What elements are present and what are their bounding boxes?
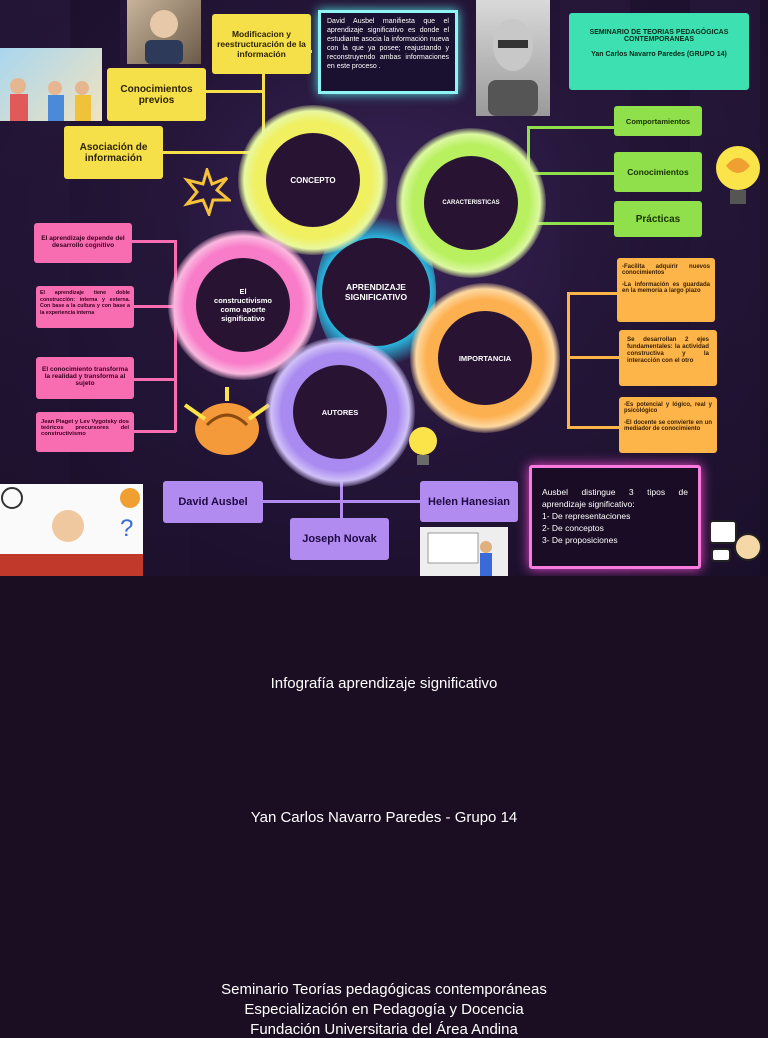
asociacion-box: Asociación de información <box>64 126 163 179</box>
connector-line <box>527 126 615 129</box>
kid-learning-image: ? <box>0 484 143 576</box>
constructivismo-circle: El constructivismo como aporte significa… <box>168 230 318 380</box>
classroom-photo <box>0 48 102 121</box>
practicas-box: Prácticas <box>614 201 702 237</box>
constructivismo-label: El constructivismo como aporte significa… <box>214 287 272 323</box>
tipos-intro: Ausbel distingue 3 tipos de aprendizaje … <box>542 487 688 509</box>
constructivismo-item: El aprendizaje depende del desarrollo co… <box>34 223 132 263</box>
concepto-label: CONCEPTO <box>290 175 336 185</box>
autores-node: AUTORES <box>293 365 387 459</box>
brain-icon <box>177 385 277 465</box>
svg-text:?: ? <box>120 515 133 542</box>
constructivismo-item: El aprendizaje tiene doble construcción:… <box>36 286 134 328</box>
autores-label: AUTORES <box>321 407 359 417</box>
connector-line <box>567 292 619 295</box>
tipos-box: Ausbel distingue 3 tipos de aprendizaje … <box>529 465 701 569</box>
importancia-item: -Facilita adquirir nuevos conocimientos … <box>617 258 715 322</box>
ausbel-photo <box>127 0 201 64</box>
author-line: Yan Carlos Navarro Paredes - Grupo 14 <box>250 809 518 826</box>
seminar-box: SEMINARIO DE TEORIAS PEDAGÓGICAS CONTEMP… <box>569 13 749 90</box>
importancia-label: IMPORTANCIA <box>458 353 512 363</box>
importancia-text: -Es potencial y lógico, real y psicológi… <box>624 402 712 414</box>
connector-line <box>567 356 619 359</box>
concepto-node: CONCEPTO <box>266 133 360 227</box>
author-david-ausbel: David Ausbel <box>163 481 263 523</box>
footer-line-2: Especialización en Pedagogía y Docencia <box>244 1001 524 1018</box>
tipos-item: 2- De conceptos <box>542 523 604 533</box>
connector-line <box>567 426 619 429</box>
lightbulb-brain-icon <box>714 140 762 210</box>
connector-line <box>205 90 265 93</box>
autores-circle: AUTORES <box>265 337 415 487</box>
novak-photo <box>476 0 550 116</box>
infographic-title: Infografía aprendizaje significativo <box>270 675 498 692</box>
conocimientos-previos-box: Conocimientos previos <box>107 68 206 121</box>
connector-line <box>527 172 615 175</box>
connector-line <box>132 240 177 243</box>
center-node: APRENDIZAJE SIGNIFICATIVO <box>322 238 430 346</box>
tipos-item: 1- De representaciones <box>542 511 631 521</box>
importancia-text: -Facilita adquirir nuevos conocimientos <box>622 264 710 276</box>
caracteristicas-node: CARACTERISTICAS <box>424 156 518 250</box>
importancia-text: -La información es guardada en la memori… <box>622 282 710 294</box>
ausbel-quote-box: David Ausbel manifiesta que el aprendiza… <box>318 10 458 94</box>
infographic: ? Modificacion y reestructuración de la … <box>0 0 768 576</box>
connector-line <box>527 222 615 225</box>
constructivismo-node: El constructivismo como aporte significa… <box>196 258 290 352</box>
connector-line <box>134 378 176 381</box>
sparkle-icon <box>182 165 234 219</box>
lightbulb-icon <box>405 423 441 473</box>
connector-line <box>134 430 176 433</box>
importancia-circle: IMPORTANCIA <box>410 283 560 433</box>
constructivismo-item: El conocimiento transforma la realidad y… <box>36 357 134 399</box>
connector-line <box>134 305 176 308</box>
student-icon <box>708 517 768 576</box>
importancia-item: Se desarrollan 2 ejes fundamentales: la … <box>619 330 717 386</box>
seminar-title: SEMINARIO DE TEORIAS PEDAGÓGICAS CONTEMP… <box>589 29 729 43</box>
caracteristicas-label: CARACTERISTICAS <box>442 200 500 206</box>
constructivismo-item: Jean Piaget y Lev Vygotsky dos teóricos … <box>36 412 134 452</box>
tipos-item: 3- De proposiciones <box>542 535 618 545</box>
concepto-circle: CONCEPTO <box>238 105 388 255</box>
importancia-text: -El docente se convierte en un mediador … <box>624 420 712 432</box>
seminar-author: Yan Carlos Navarro Paredes (GRUPO 14) <box>591 51 727 58</box>
center-label: APRENDIZAJE SIGNIFICATIVO <box>344 282 408 302</box>
importancia-node: IMPORTANCIA <box>438 311 532 405</box>
comportamientos-box: Comportamientos <box>614 106 702 136</box>
connector-line <box>262 500 422 503</box>
connector-line <box>163 151 273 154</box>
footer-line-1: Seminario Teorías pedagógicas contemporá… <box>221 981 547 998</box>
connector-line <box>567 292 570 428</box>
conocimientos-box: Conocimientos <box>614 152 702 192</box>
caracteristicas-circle: CARACTERISTICAS <box>396 128 546 278</box>
importancia-item: -Es potencial y lógico, real y psicológi… <box>619 397 717 453</box>
connector-line <box>340 470 343 520</box>
teacher-image <box>420 527 508 576</box>
author-joseph-novak: Joseph Novak <box>290 518 389 560</box>
modificacion-box: Modificacion y reestructuración de la in… <box>212 14 311 74</box>
author-helen-hanesian: Helen Hanesian <box>420 481 518 522</box>
